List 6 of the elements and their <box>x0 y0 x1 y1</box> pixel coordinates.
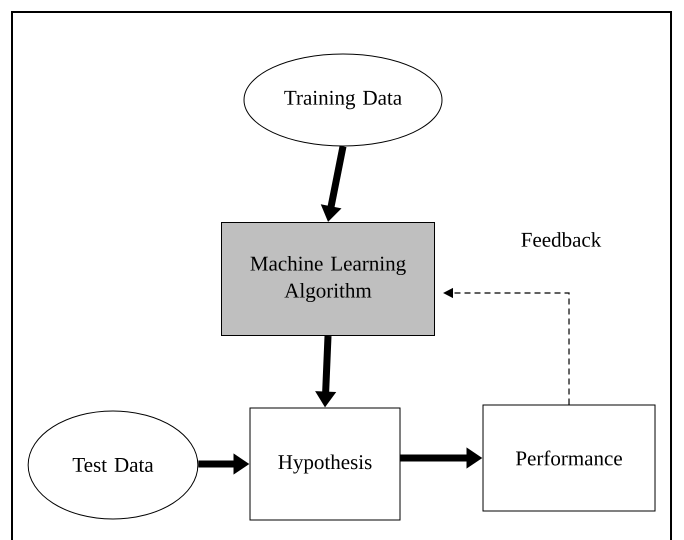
process-box: Performance <box>482 404 656 512</box>
ellipse-node: Training Data <box>244 54 442 146</box>
edge-label: Feedback <box>518 230 604 249</box>
process-box: Machine Learning Algorithm <box>221 222 435 336</box>
process-box: Hypothesis <box>250 408 400 520</box>
ellipse-node: Test Data <box>28 410 198 520</box>
